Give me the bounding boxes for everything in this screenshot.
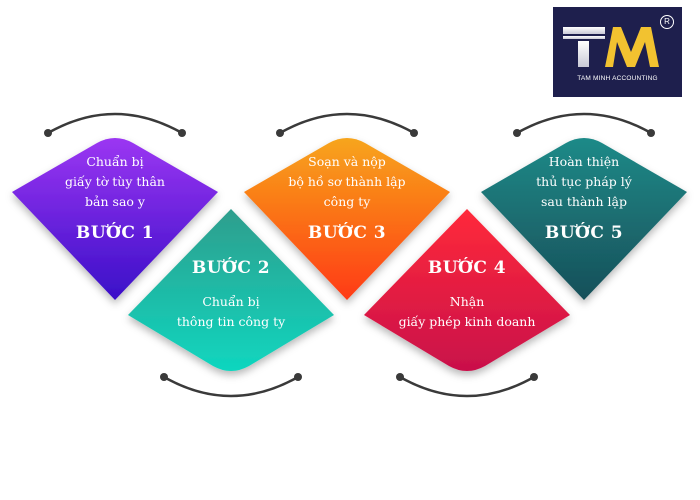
tm-logo-mark-icon xyxy=(563,27,659,67)
step-4-text: BƯỚC 4 Nhận giấy phép kinh doanh xyxy=(392,255,542,332)
step-3-line-3: công ty xyxy=(323,194,371,209)
connector-arc-4 xyxy=(399,375,535,398)
step-2-line-2: thông tin công ty xyxy=(176,314,286,330)
connector-dot xyxy=(276,129,284,137)
connector-dot xyxy=(396,373,404,381)
step-card-2 xyxy=(128,209,334,371)
logo-company-name: TAM MINH ACCOUNTING xyxy=(577,75,658,82)
step-5-text: Hoàn thiện thủ tục pháp lý sau thành lập… xyxy=(514,152,654,247)
step-1-text: Chuẩn bị giấy tờ tùy thân bản sao y BƯỚC… xyxy=(45,152,185,247)
step-3-line-2: bộ hồ sơ thành lập xyxy=(288,174,406,189)
step-5-line-3: sau thành lập xyxy=(541,194,627,209)
step-2-line-1: Chuẩn bị xyxy=(202,294,260,310)
step-2-text: BƯỚC 2 Chuẩn bị thông tin công ty xyxy=(161,255,301,332)
step-card-1 xyxy=(12,138,218,300)
step-4-label: BƯỚC 4 xyxy=(427,258,507,278)
step-1-line-1: Chuẩn bị xyxy=(86,154,144,169)
step-1-label: BƯỚC 1 xyxy=(75,223,155,243)
connector-arc-5 xyxy=(516,112,652,135)
registered-mark: R xyxy=(660,15,674,29)
connector-arc-3 xyxy=(279,112,415,135)
step-1-line-2: giấy tờ tùy thân xyxy=(65,174,165,189)
step-4-line-1: Nhận xyxy=(449,294,485,310)
company-logo: R TAM MINH ACCOUNTING xyxy=(553,7,682,97)
connector-dot xyxy=(530,373,538,381)
step-card-4 xyxy=(364,209,570,371)
connector-dot xyxy=(410,129,418,137)
step-2-label: BƯỚC 2 xyxy=(191,258,271,278)
step-4-line-2: giấy phép kinh doanh xyxy=(398,314,536,330)
connector-dot xyxy=(160,373,168,381)
step-5-label: BƯỚC 5 xyxy=(544,223,624,243)
connector-arcs xyxy=(47,112,652,398)
step-5-line-2: thủ tục pháp lý xyxy=(536,174,632,189)
connector-dot xyxy=(294,373,302,381)
step-3-text: Soạn và nộp bộ hồ sơ thành lập công ty B… xyxy=(272,152,422,247)
step-5-line-1: Hoàn thiện xyxy=(548,154,620,169)
step-card-3 xyxy=(244,138,450,300)
connector-dots xyxy=(44,129,655,381)
connector-arc-2 xyxy=(163,375,299,398)
step-3-label: BƯỚC 3 xyxy=(307,223,387,243)
connector-dot xyxy=(178,129,186,137)
connector-dot xyxy=(44,129,52,137)
connector-arc-1 xyxy=(47,112,183,135)
step-3-line-1: Soạn và nộp xyxy=(308,154,386,169)
connector-dot xyxy=(513,129,521,137)
step-card-5 xyxy=(481,138,687,300)
step-1-line-3: bản sao y xyxy=(85,194,145,209)
connector-dot xyxy=(647,129,655,137)
